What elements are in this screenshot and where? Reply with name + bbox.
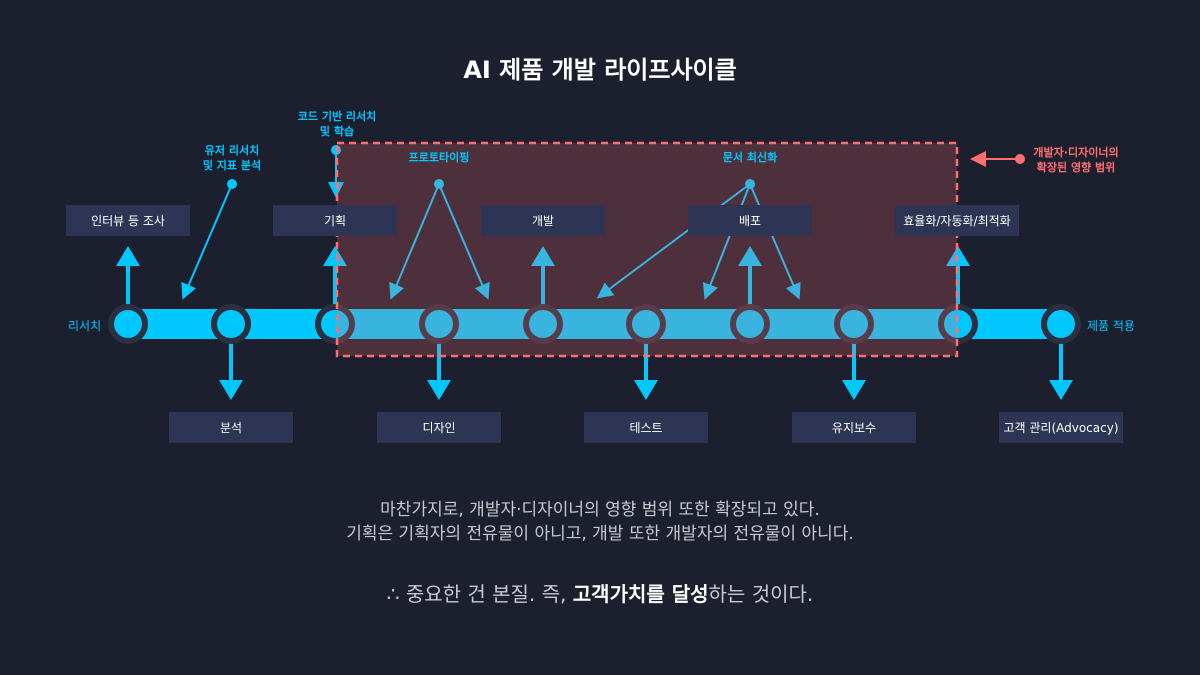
start-label: 리서치 <box>68 319 102 333</box>
ai-point-prototyping: 프로토타이핑 <box>408 151 470 164</box>
conclusion: ∴ 중요한 건 본질. 즉, 고객가치를 달성하는 것이다. <box>386 582 814 606</box>
stage-box-development: 개발 <box>481 205 605 236</box>
page-title: AI 제품 개발 라이프사이클 <box>463 56 737 84</box>
stage-box-design: 디자인 <box>377 412 501 443</box>
pipeline-nodes <box>108 304 1081 344</box>
stage-box-advocacy: 고객 관리(Advocacy) <box>999 412 1123 443</box>
end-label: 제품 적용 <box>1087 319 1135 333</box>
stage-box-interview: 인터뷰 등 조사 <box>66 205 190 236</box>
ai-point-user-research: 유저 리서치 및 지표 분석 <box>202 144 262 172</box>
expanded-scope-region <box>335 141 1025 358</box>
ai-point-code-research: 코드 기반 리서치 및 학습 <box>297 110 377 138</box>
stage-box-maintenance: 유지보수 <box>792 412 916 443</box>
ai-point-arrows <box>181 145 801 300</box>
scope-note: 개발자·디자이너의 확장된 영향 범위 <box>1033 146 1119 174</box>
stage-box-planning: 기획 <box>273 205 397 236</box>
pipeline <box>128 309 1063 339</box>
stage-box-optimization: 효율화/자동화/최적화 <box>895 205 1019 236</box>
explanation-line-1: 마찬가지로, 개발자·디자이너의 영향 범위 또한 확장되고 있다. <box>380 500 820 520</box>
explanation-line-2: 기획은 기획자의 전유물이 아니고, 개발 또한 개발자의 전유물이 아니다. <box>346 524 854 544</box>
stage-box-deployment: 배포 <box>688 205 812 236</box>
stage-box-test: 테스트 <box>584 412 708 443</box>
ai-point-docs: 문서 최신화 <box>722 151 778 164</box>
stage-box-analysis: 분석 <box>169 412 293 443</box>
